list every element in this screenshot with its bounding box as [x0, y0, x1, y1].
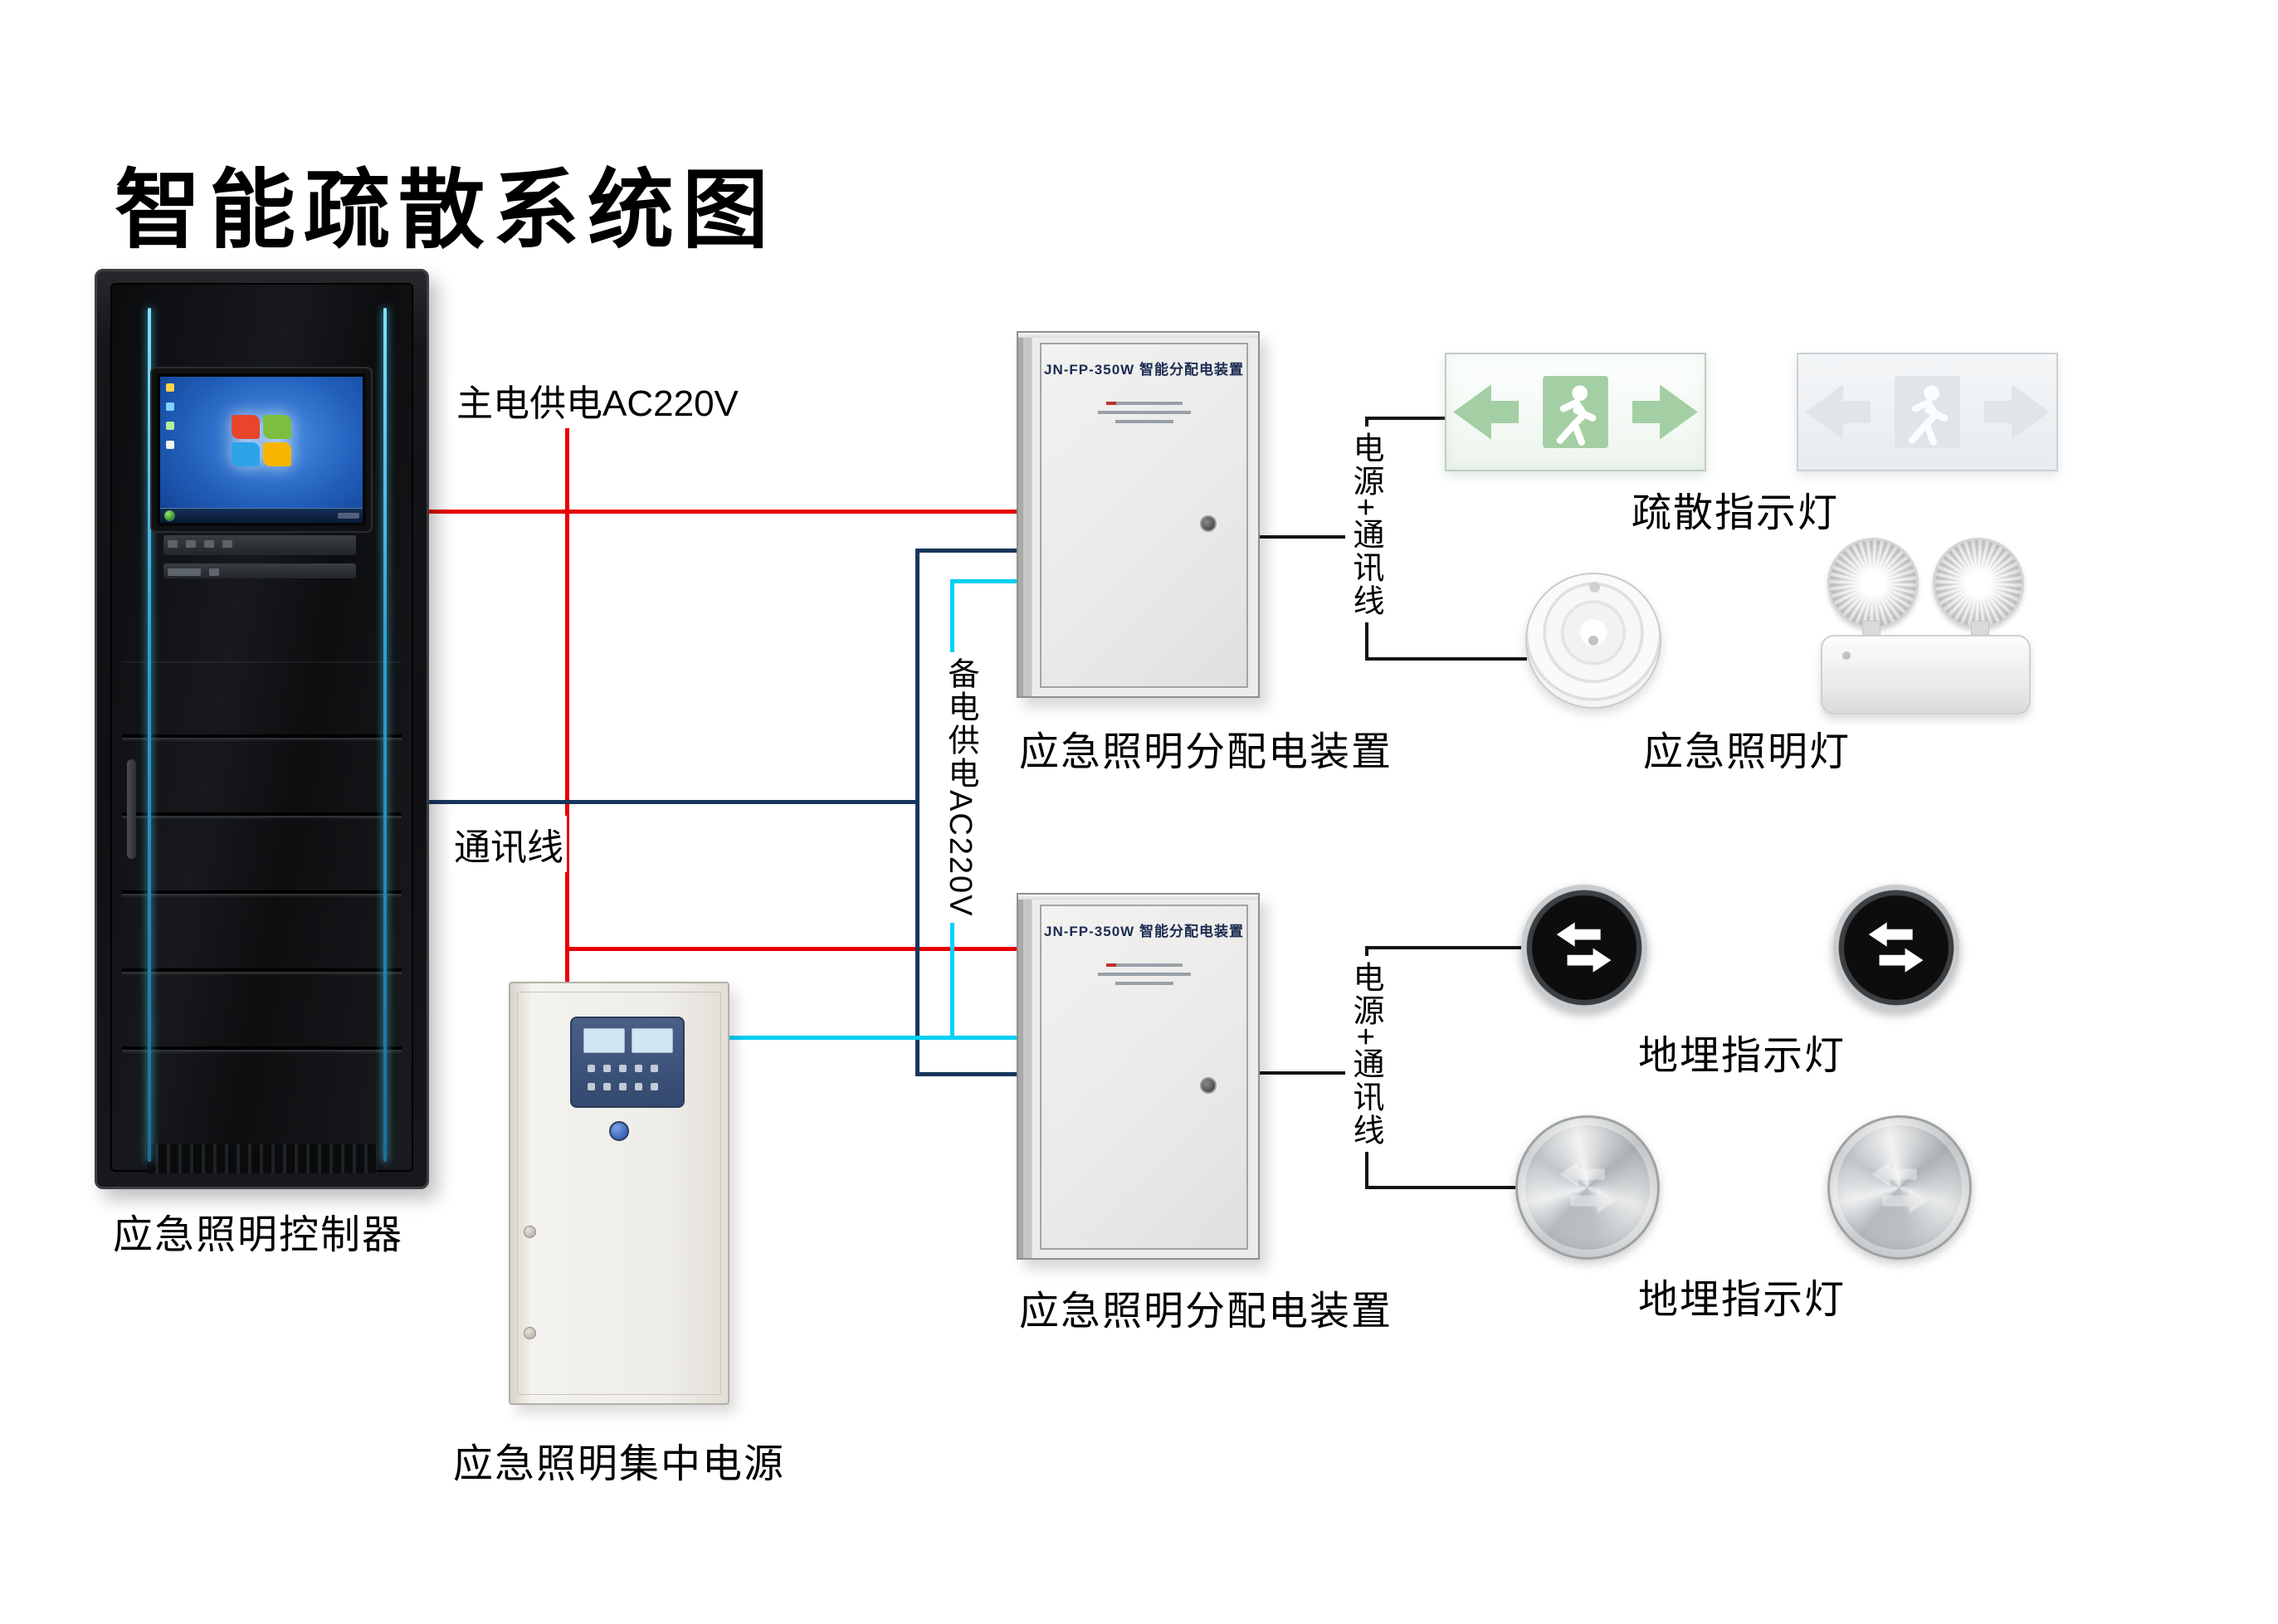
twin-head-emergency-light — [1821, 538, 2031, 714]
desktop-icons — [166, 383, 174, 460]
comm-line-label: 通讯线 — [451, 816, 567, 872]
main-power-label: 主电供电AC220V — [453, 372, 742, 428]
wire-comm-to-box2 — [915, 1072, 1017, 1076]
bracket2-out — [1256, 1071, 1368, 1075]
distribution-box-2-nameplate: JN-FP-350W 智能分配电装置 — [1044, 924, 1244, 939]
buried-light-black-1 — [1521, 885, 1647, 1011]
page-title: 智能疏散系统图 — [115, 158, 778, 261]
lcd-display-left — [583, 1028, 625, 1053]
distribution-box-1-nameplate: JN-FP-350W 智能分配电装置 — [1044, 362, 1244, 378]
windows-logo-icon — [232, 415, 291, 467]
double-arrow-icon — [1557, 922, 1612, 973]
power-comm-label-1: 电源+通讯线 — [1345, 427, 1385, 623]
buried-lights-top-label: 地埋指示灯 — [1638, 1034, 1846, 1078]
round-ceiling-emergency-lamp — [1525, 573, 1661, 709]
exit-sign-unlit — [1797, 353, 2058, 471]
lamp-body — [1821, 635, 2031, 714]
double-arrow-icon — [1869, 922, 1924, 973]
wire-main-power-rack-to-box1 — [422, 510, 1017, 514]
cabinet-control-panel — [570, 1017, 685, 1108]
bracket2-branch-buried-top — [1365, 946, 1523, 949]
central-power-cabinet — [509, 982, 729, 1405]
nameplate-fine-print — [1097, 958, 1191, 991]
door-lock-lower — [524, 1327, 536, 1339]
buried-light-steel-2 — [1827, 1115, 1972, 1260]
lamp-head-left — [1827, 538, 1919, 629]
nameplate-fine-print — [1097, 396, 1191, 429]
etched-arrow-icon — [1559, 1161, 1616, 1214]
wire-comm-rack-horizontal — [422, 800, 919, 804]
running-man-exit-icon — [1453, 375, 1698, 449]
distribution-box-1: JN-FP-350W 智能分配电装置 — [1017, 331, 1260, 698]
panel-buttons — [583, 1061, 671, 1098]
bracket1-branch-exit-sign — [1365, 417, 1446, 420]
power-button — [609, 1121, 629, 1141]
distribution-box-2-label: 应急照明分配电装置 — [1019, 1290, 1393, 1334]
etched-arrow-icon — [1871, 1161, 1928, 1214]
door-lock-upper — [524, 1226, 536, 1238]
exit-lights-label: 疏散指示灯 — [1632, 491, 1840, 535]
distribution-box-1-door: JN-FP-350W 智能分配电装置 — [1040, 343, 1248, 688]
wire-backup-to-box1 — [950, 579, 1017, 583]
rack-led-strip-right — [383, 308, 387, 1162]
wire-backup-cabinet-to-box2 — [726, 1036, 1017, 1040]
lcd-display-right — [632, 1028, 673, 1053]
indicator-dot — [1842, 651, 1851, 660]
cabinet-door-seam — [517, 992, 721, 1395]
buried-light-black-2 — [1833, 885, 1959, 1011]
rack-drive-panel — [163, 563, 356, 578]
rack-unit-slots — [122, 661, 402, 1112]
controller-monitor — [152, 368, 371, 531]
distribution-box-2: JN-FP-350W 智能分配电装置 — [1017, 893, 1260, 1260]
bracket1-branch-lamp — [1365, 657, 1527, 661]
buried-light-steel-1 — [1515, 1115, 1660, 1260]
backup-power-label: 备电供电AC220V — [940, 652, 980, 923]
buried-lights-bottom-label: 地埋指示灯 — [1638, 1278, 1846, 1322]
wire-comm-vertical — [915, 549, 919, 1076]
system-tray — [338, 513, 359, 519]
rack-door-handle — [127, 759, 136, 859]
bracket1-out — [1256, 535, 1368, 539]
bracket2-branch-buried-bottom — [1365, 1186, 1517, 1189]
emergency-lighting-controller — [95, 269, 429, 1189]
wire-main-power-to-box2 — [565, 947, 1017, 951]
central-power-label: 应急照明集中电源 — [453, 1442, 786, 1486]
running-man-exit-icon — [1805, 375, 2050, 449]
wire-comm-to-box1 — [915, 549, 1017, 553]
door-lock-icon — [1200, 1077, 1217, 1094]
rack-vent-grille — [147, 1144, 377, 1173]
power-comm-label-2: 电源+通讯线 — [1345, 956, 1385, 1153]
door-lock-icon — [1200, 515, 1217, 532]
wire-main-power-vertical — [565, 418, 569, 982]
lamp-center-dot — [1588, 636, 1598, 646]
windows-desktop — [160, 377, 363, 523]
emergency-lights-label: 应急照明灯 — [1643, 730, 1851, 774]
lamp-head-right — [1933, 538, 2024, 629]
distribution-box-1-label: 应急照明分配电装置 — [1019, 730, 1393, 774]
exit-sign-lit — [1445, 353, 1706, 471]
controller-label: 应急照明控制器 — [113, 1213, 404, 1257]
lamp-sensor-icon — [1589, 582, 1601, 593]
distribution-box-2-door: JN-FP-350W 智能分配电装置 — [1040, 905, 1248, 1250]
rack-control-panel — [163, 535, 356, 555]
taskbar — [160, 508, 363, 523]
start-orb-icon — [164, 510, 175, 521]
rack-led-strip-left — [148, 308, 151, 1162]
